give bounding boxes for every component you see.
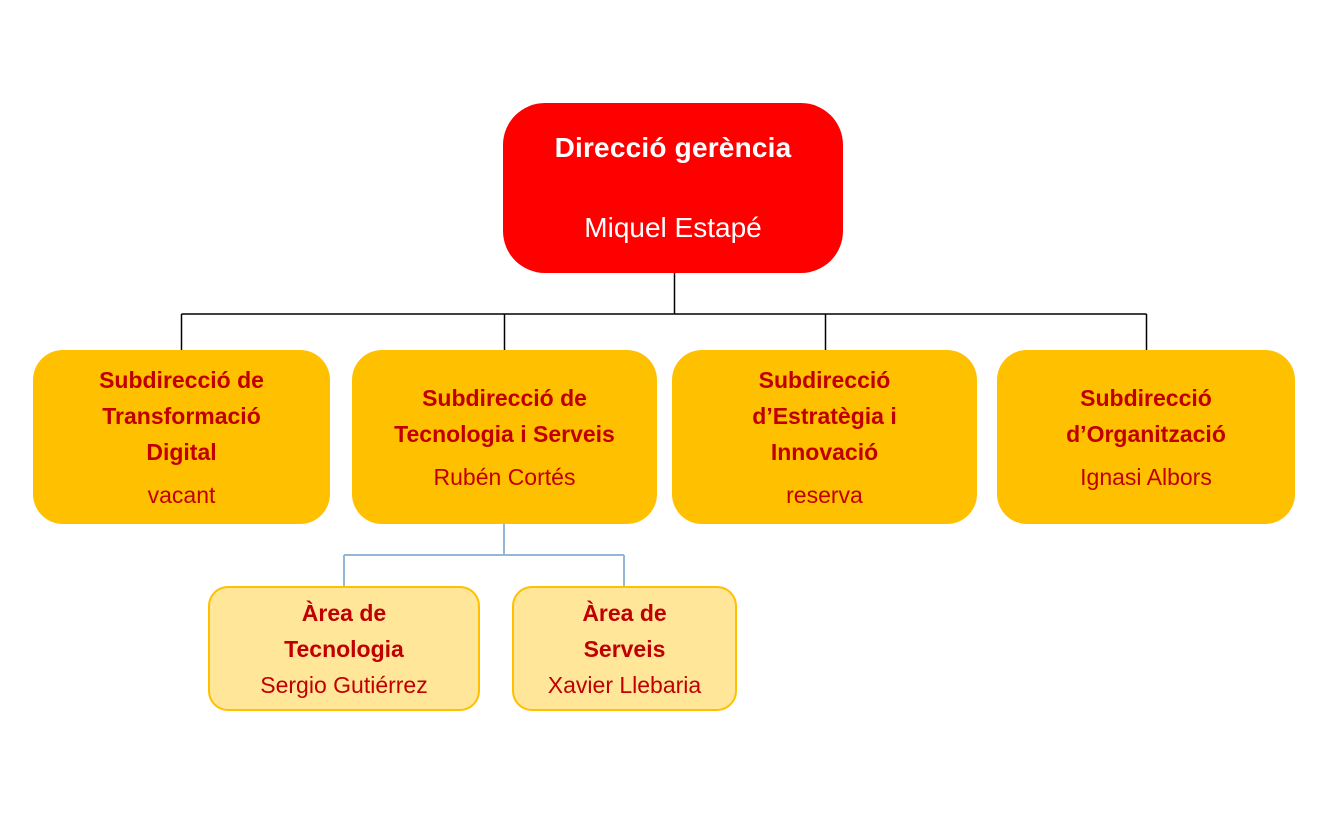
node-area-serveis: Àrea de Serveis Xavier Llebaria: [512, 586, 737, 711]
node-area-tecnologia: Àrea de Tecnologia Sergio Gutiérrez: [208, 586, 480, 711]
node-title-line: Tecnologia i Serveis: [394, 420, 615, 447]
node-person-name: Xavier Llebaria: [547, 671, 702, 698]
node-person-name: Ignasi Albors: [1080, 463, 1212, 490]
node-subdireccio-estrategia-innovacio: Subdirecció d’Estratègia i Innovació res…: [672, 350, 977, 524]
node-title: Àrea de Serveis: [582, 595, 666, 667]
node-title: Direcció gerència: [555, 132, 792, 164]
node-person-name: reserva: [786, 481, 863, 508]
node-title-line: Digital: [146, 438, 217, 465]
node-title: Subdirecció de Transformació Digital: [99, 362, 264, 470]
node-title: Subdirecció de Tecnologia i Serveis: [394, 380, 615, 452]
node-title-line: Subdirecció: [758, 366, 891, 393]
node-title-line: Tecnologia: [284, 635, 404, 662]
node-person-name: Miquel Estapé: [584, 212, 762, 243]
node-title-text: Direcció gerència: [554, 132, 792, 163]
node-title-line: Subdirecció: [1080, 384, 1212, 411]
node-title-line: Subdirecció de: [99, 366, 264, 393]
node-title-line: Serveis: [583, 635, 666, 662]
node-title-line: Àrea de: [582, 599, 667, 626]
node-person-name: vacant: [147, 481, 216, 508]
node-title-line: d’Estratègia i: [752, 402, 897, 429]
node-title-line: Àrea de: [301, 599, 387, 626]
connector-level2-to-level3: [343, 524, 625, 586]
node-title-line: Transformació: [102, 402, 261, 429]
node-title-line: Innovació: [770, 438, 879, 465]
node-title: Subdirecció d’Organització: [1066, 380, 1226, 452]
node-direccio-gerencia: Direcció gerència Miquel Estapé: [503, 103, 843, 273]
node-subdireccio-transformacio-digital: Subdirecció de Transformació Digital vac…: [33, 350, 330, 524]
node-title: Subdirecció d’Estratègia i Innovació: [752, 362, 896, 470]
node-person-name: Sergio Gutiérrez: [260, 671, 428, 698]
node-title-line: Subdirecció de: [422, 384, 587, 411]
node-subdireccio-tecnologia-serveis: Subdirecció de Tecnologia i Serveis Rubé…: [352, 350, 657, 524]
node-person-name: Rubén Cortés: [433, 463, 576, 490]
node-title: Àrea de Tecnologia: [284, 595, 404, 667]
connector-root-to-level2: [180, 273, 1148, 350]
node-subdireccio-organitzacio: Subdirecció d’Organització Ignasi Albors: [997, 350, 1295, 524]
node-title-line: d’Organització: [1066, 420, 1226, 447]
